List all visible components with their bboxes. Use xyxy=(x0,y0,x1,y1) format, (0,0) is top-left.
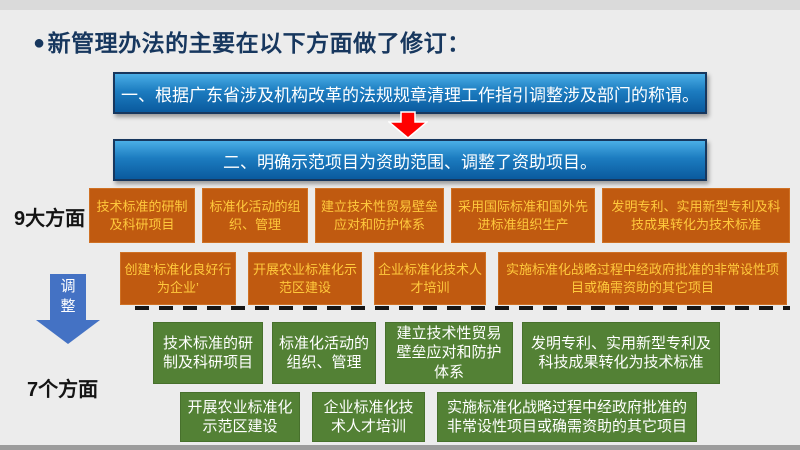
nine-aspect-box: 建立技术性贸易壁垒应对和防护体系 xyxy=(315,188,444,243)
nine-aspect-box: 开展农业标准化示范区建设 xyxy=(248,252,362,305)
seven-aspect-box: 开展农业标准化示范区建设 xyxy=(180,392,300,442)
seven-aspect-box: 标准化活动的组织、管理 xyxy=(272,322,376,384)
slide-title-text: 新管理办法的主要在以下方面做了修订： xyxy=(47,30,471,56)
transition-arrow-body: 调整 xyxy=(50,274,86,320)
bottom-border-strip xyxy=(0,445,800,450)
nine-aspect-box: 发明专利、实用新型专利及科技成果转化为技术标准 xyxy=(602,188,790,243)
nine-aspect-box: 创建‘标准化良好行为企业’ xyxy=(120,252,236,305)
dashed-divider xyxy=(135,306,790,310)
top-border-strip xyxy=(0,0,800,10)
nine-aspects-row1: 技术标准的研制及科研项目 标准化活动的组织、管理 建立技术性贸易壁垒应对和防护体… xyxy=(89,188,790,243)
down-arrow-icon xyxy=(386,111,430,139)
flow-step1-text: 一、根据广东省涉及机构改革的法规规章清理工作指引调整涉及部门的称谓。 xyxy=(121,85,699,105)
flow-step2-banner: 二、明确示范项目为资助范围、调整了资助项目。 xyxy=(113,139,707,181)
seven-aspect-box: 发明专利、实用新型专利及科技成果转化为技术标准 xyxy=(522,322,720,384)
nine-aspect-box: 实施标准化战略过程中经政府批准的非常设性项目或确需资助的其它项目 xyxy=(498,252,787,305)
nine-aspect-box: 采用国际标准和国外先进标准组织生产 xyxy=(451,188,595,243)
seven-aspects-row1: 技术标准的研制及科研项目 标准化活动的组织、管理 建立技术性贸易壁垒应对和防护体… xyxy=(153,322,720,384)
transition-arrow: 调整 xyxy=(36,274,100,344)
nine-aspect-box: 技术标准的研制及科研项目 xyxy=(89,188,195,243)
transition-label: 调整 xyxy=(60,278,76,315)
slide-title: ●新管理办法的主要在以下方面做了修订： xyxy=(33,24,773,58)
nine-aspects-row2: 创建‘标准化良好行为企业’ 开展农业标准化示范区建设 企业标准化技术人才培训 实… xyxy=(120,252,787,305)
seven-aspect-box: 技术标准的研制及科研项目 xyxy=(153,322,263,384)
seven-aspect-box: 企业标准化技术人才培训 xyxy=(312,392,425,442)
seven-aspect-box: 建立技术性贸易壁垒应对和防护体系 xyxy=(385,322,513,384)
transition-arrow-head xyxy=(36,320,100,344)
flow-step2-text: 二、明确示范项目为资助范围、调整了资助项目。 xyxy=(223,152,597,172)
seven-aspects-row2: 开展农业标准化示范区建设 企业标准化技术人才培训 实施标准化战略过程中经政府批准… xyxy=(180,392,697,442)
nine-aspect-box: 标准化活动的组织、管理 xyxy=(202,188,308,243)
before-group-label: 9大方面 xyxy=(14,208,86,230)
after-group-label: 7个方面 xyxy=(27,379,99,401)
nine-aspect-box: 企业标准化技术人才培训 xyxy=(374,252,486,305)
flow-step1-banner: 一、根据广东省涉及机构改革的法规规章清理工作指引调整涉及部门的称谓。 xyxy=(113,72,707,114)
bullet-icon: ● xyxy=(33,32,46,54)
seven-aspect-box: 实施标准化战略过程中经政府批准的非常设性项目或确需资助的其它项目 xyxy=(437,392,697,442)
